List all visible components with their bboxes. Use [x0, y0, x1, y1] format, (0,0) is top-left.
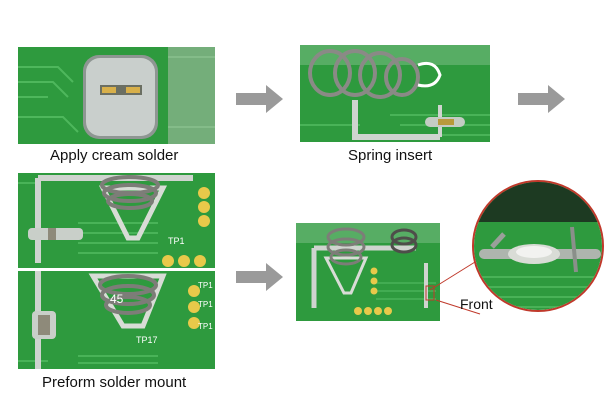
silkscreen-tp17-label: TP17 — [136, 335, 158, 345]
front-label: Front — [460, 296, 493, 312]
zoom-detail-circle — [472, 180, 604, 312]
silkscreen-tp1-label: TP1 — [168, 236, 185, 246]
photo-spring-insert — [300, 45, 490, 142]
silkscreen-tp1-label: TP1 — [198, 322, 213, 331]
silkscreen-tp1-label: TP1 — [198, 281, 213, 290]
caption-apply-cream-solder: Apply cream solder — [50, 147, 179, 164]
caption-spring-insert: Spring insert — [348, 147, 433, 164]
arrow-right-icon — [236, 85, 283, 113]
photo-apply-cream-solder — [18, 47, 215, 144]
photo-finished-assembly — [296, 223, 440, 321]
silkscreen-45-label: 45 — [110, 292, 124, 306]
photo-preform-solder-bottom: 45 TP1 TP1 TP1 TP17 — [18, 271, 215, 369]
arrow-right-icon — [236, 263, 283, 291]
silkscreen-tp1-label: TP1 — [198, 300, 213, 309]
arrow-right-icon — [518, 85, 565, 113]
photo-preform-solder-top: TP1 — [18, 173, 215, 268]
caption-preform-solder-mount: Preform solder mount — [42, 374, 187, 391]
